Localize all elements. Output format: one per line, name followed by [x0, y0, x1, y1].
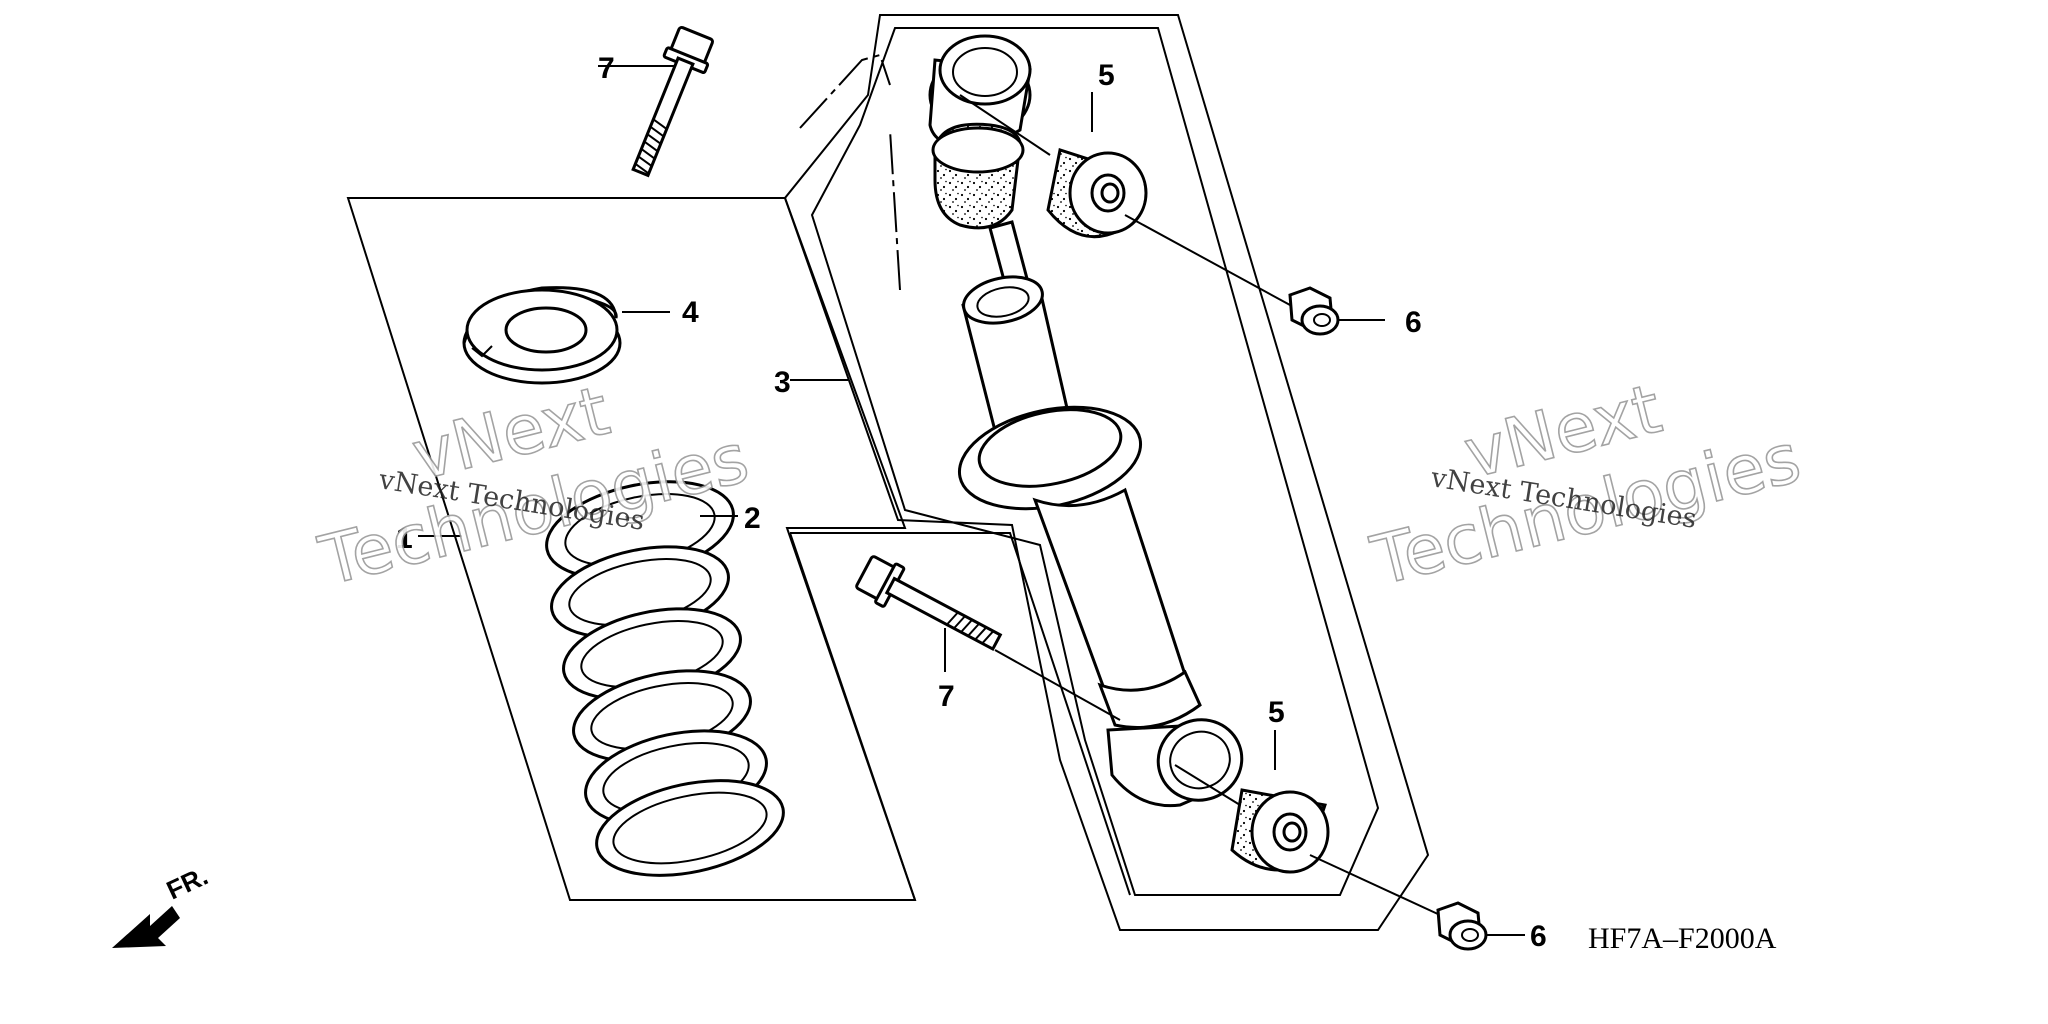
rear-cushion-absorber	[790, 34, 1244, 808]
callout-7-lower: 7	[938, 680, 955, 713]
lower-flange-nut	[1436, 901, 1525, 951]
watermark-right: vNext Technologies vNext Technologies	[1363, 369, 1809, 603]
callout-3: 3	[774, 366, 791, 399]
upper-bushing	[959, 92, 1291, 306]
cushion-group-frame-outer	[783, 14, 1430, 931]
diagram-code: HF7A–F2000A	[1588, 922, 1777, 955]
spring-seat-stopper	[462, 286, 670, 385]
callout-5-upper: 5	[1098, 59, 1115, 92]
callout-6-lower: 6	[1530, 920, 1547, 953]
callout-2: 2	[744, 502, 761, 535]
callout-4: 4	[682, 296, 699, 329]
lower-bolt	[855, 555, 1121, 721]
cushion-group-frame-inner	[810, 27, 1380, 896]
upper-bolt	[598, 25, 715, 178]
assembly-guide-lines	[799, 53, 901, 291]
callout-6-upper: 6	[1405, 306, 1422, 339]
callout-7-upper: 7	[598, 52, 615, 85]
bolt-group-frame	[789, 532, 1131, 901]
cushion-spring	[418, 480, 785, 877]
front-direction-arrow	[112, 906, 180, 948]
front-direction-label: FR.	[162, 861, 213, 906]
lower-bushing	[1174, 730, 1441, 916]
upper-flange-nut	[1288, 286, 1385, 336]
callout-1: 1	[396, 522, 413, 555]
callout-5-lower: 5	[1268, 696, 1285, 729]
